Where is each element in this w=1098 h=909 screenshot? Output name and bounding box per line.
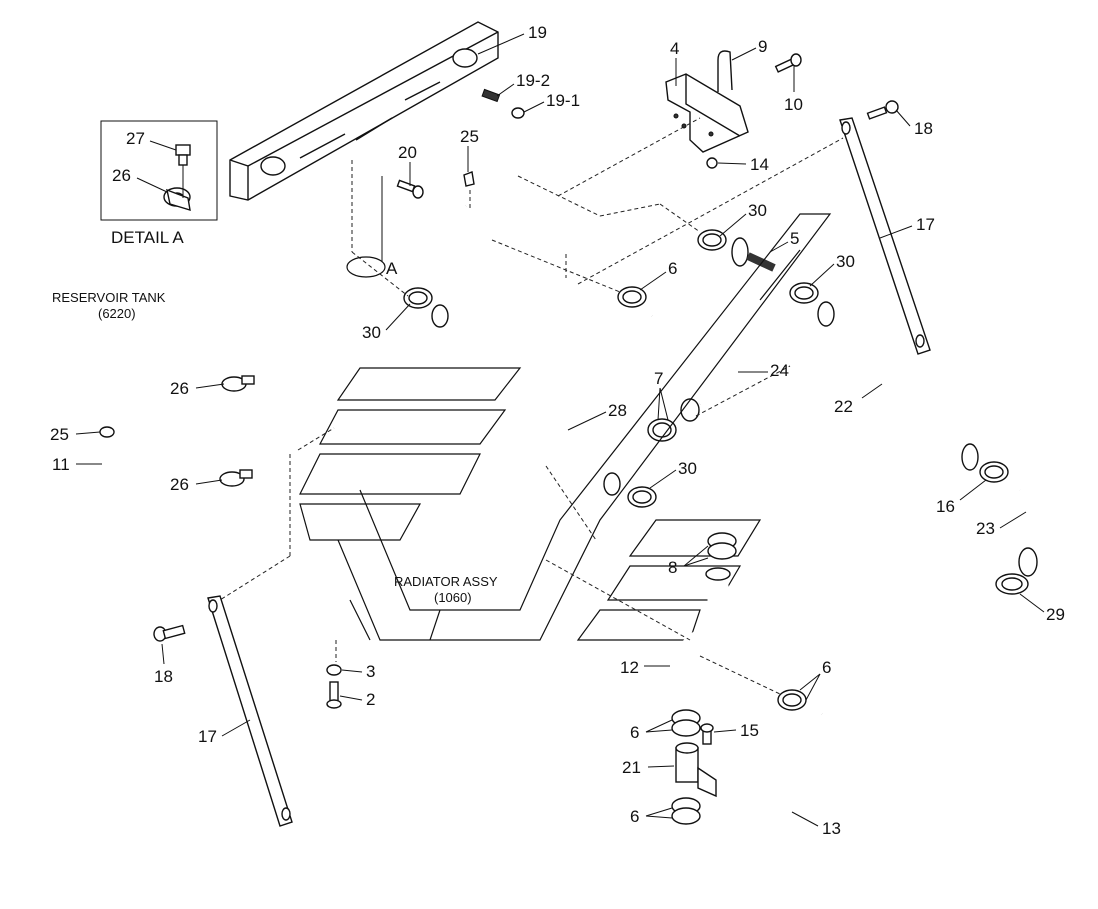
callout-6-lower-b: 6 — [630, 807, 639, 826]
callout-19-2: 19-2 — [516, 71, 550, 90]
callout-30-a: 30 — [748, 201, 767, 220]
callout-6-top: 6 — [668, 259, 677, 278]
pin-19-2 — [481, 88, 501, 103]
hose-12 — [671, 567, 731, 702]
callout-2: 2 — [366, 690, 375, 709]
callout-3: 3 — [366, 662, 375, 681]
callout-21: 21 — [622, 758, 641, 777]
callout-4: 4 — [670, 39, 679, 58]
section-marker-a: A — [346, 176, 398, 278]
detail-label-27: 27 — [126, 129, 145, 148]
callout-30-mid: 30 — [678, 459, 697, 478]
section-marker-label: A — [386, 259, 398, 278]
clamp-6-lower-b — [671, 797, 701, 825]
clamp-6-top — [617, 286, 647, 308]
detail-clamp-part — [163, 144, 191, 211]
u-bolt-9 — [717, 50, 733, 92]
clip-25-left — [99, 426, 115, 438]
grommet-19-1 — [511, 107, 525, 119]
detail-a-box: 27 26 DETAIL A — [100, 120, 218, 247]
callout-17-left: 17 — [198, 727, 217, 746]
clamp-26-upper — [221, 375, 255, 392]
callout-22: 22 — [834, 397, 853, 416]
clamp-16 — [979, 461, 1009, 483]
callout-15: 15 — [740, 721, 759, 740]
callout-16: 16 — [936, 497, 955, 516]
callout-19: 19 — [528, 23, 547, 42]
callout-9: 9 — [758, 37, 767, 56]
callout-23: 23 — [976, 519, 995, 538]
callout-14: 14 — [750, 155, 769, 174]
callout-25-top: 25 — [460, 127, 479, 146]
bolt-10 — [774, 53, 802, 73]
bracket-4 — [665, 73, 749, 153]
bolt-18-right — [866, 100, 899, 120]
callout-25-left: 25 — [50, 425, 69, 444]
callout-26-upper: 26 — [170, 379, 189, 398]
callout-10: 10 — [784, 95, 803, 114]
hose-5 — [731, 237, 788, 282]
callout-12: 12 — [620, 658, 639, 677]
callout-24: 24 — [770, 361, 789, 380]
hose-22 — [817, 301, 979, 471]
reservoir-tank-code: (6220) — [98, 306, 136, 321]
clamp-30-mid — [627, 486, 657, 508]
clamp-8 — [707, 532, 737, 560]
clamp-7 — [647, 418, 677, 442]
callout-18-right: 18 — [914, 119, 933, 138]
clamp-6-mid — [777, 689, 807, 711]
clamp-30-left — [403, 287, 433, 309]
radiator-assy-name: RADIATOR ASSY — [394, 574, 498, 589]
callout-6-mid: 6 — [822, 658, 831, 677]
callout-11: 11 — [52, 455, 70, 474]
bolt-2 — [326, 681, 342, 709]
callout-30-left: 30 — [362, 323, 381, 342]
radiator-assy-code: (1060) — [434, 590, 472, 605]
nut-14 — [706, 157, 718, 169]
hose-28 — [431, 299, 621, 496]
reservoir-pipe — [104, 204, 467, 560]
callout-5: 5 — [790, 229, 799, 248]
callout-29: 29 — [1046, 605, 1065, 624]
washer-3 — [326, 664, 342, 676]
clamp-6-lower-a — [671, 709, 701, 737]
callout-28: 28 — [608, 401, 627, 420]
radiator-assy-label: RADIATOR ASSY (1060) — [394, 574, 498, 605]
callout-8: 8 — [668, 558, 677, 577]
callout-6-lower-a: 6 — [630, 723, 639, 742]
callouts: 19 19-2 19-1 4 9 10 14 18 17 20 25 30 5 … — [50, 23, 1065, 838]
assembly-guide-lines — [219, 117, 844, 695]
clamp-30-b — [789, 282, 819, 304]
hose-24 — [647, 307, 741, 422]
upper-shroud-panel — [229, 21, 499, 201]
radiator-outline — [299, 213, 832, 641]
clamp-29 — [995, 573, 1029, 595]
callout-19-1: 19-1 — [546, 91, 580, 110]
bolt-20 — [396, 179, 424, 199]
clamp-30-a — [697, 229, 727, 251]
pipe-21 — [675, 742, 717, 798]
callout-17-right: 17 — [916, 215, 935, 234]
hose-13 — [674, 705, 867, 886]
clip-25-top — [463, 171, 475, 187]
callout-7: 7 — [654, 369, 663, 388]
callout-13: 13 — [822, 819, 841, 838]
hose-23 — [1018, 477, 1083, 577]
stay-rod-17-left — [207, 595, 293, 827]
bolt-15 — [700, 723, 714, 745]
callout-20: 20 — [398, 143, 417, 162]
callout-18-left: 18 — [154, 667, 173, 686]
reservoir-tank-label: RESERVOIR TANK (6220) — [52, 290, 166, 321]
detail-label-26: 26 — [112, 166, 131, 185]
reservoir-tank-name: RESERVOIR TANK — [52, 290, 166, 305]
callout-30-b: 30 — [836, 252, 855, 271]
clamp-26-lower — [219, 469, 253, 487]
callout-26-lower: 26 — [170, 475, 189, 494]
detail-a-title: DETAIL A — [111, 228, 184, 247]
bolt-18-left — [153, 624, 186, 642]
